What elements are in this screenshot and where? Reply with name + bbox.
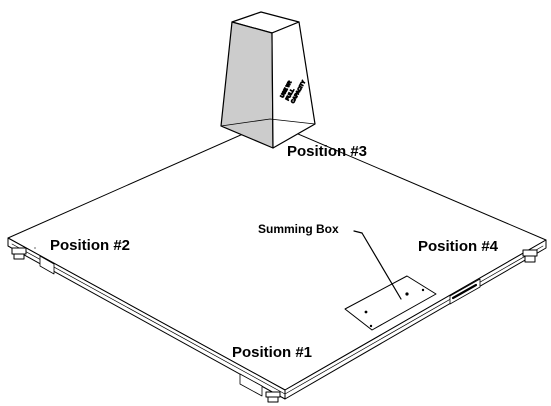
side-plate-front: [239, 373, 263, 397]
foot-front: [265, 391, 281, 403]
position-3-label: Position #3: [287, 143, 368, 160]
side-plate-left: [39, 255, 55, 275]
position-2-label: Position #2: [50, 237, 131, 254]
platform-edge-left-inner: [11, 243, 286, 395]
foot-left: [11, 247, 27, 260]
test-weight-block: USE Wt FULL CAPACITY: [220, 11, 316, 149]
summing-box-leader-long: [361, 232, 402, 300]
data-tag: [449, 278, 481, 305]
position-4-label: Position #4: [418, 238, 499, 255]
position-1-label: Position #1: [232, 344, 313, 361]
summing-box-label: Summing Box: [258, 222, 339, 236]
summing-box-leader: [353, 230, 363, 234]
platform-edge-right-inner: [284, 245, 544, 395]
corner-mark: [34, 247, 36, 249]
summing-box-plate: [344, 275, 437, 331]
foot-right: [522, 249, 538, 263]
